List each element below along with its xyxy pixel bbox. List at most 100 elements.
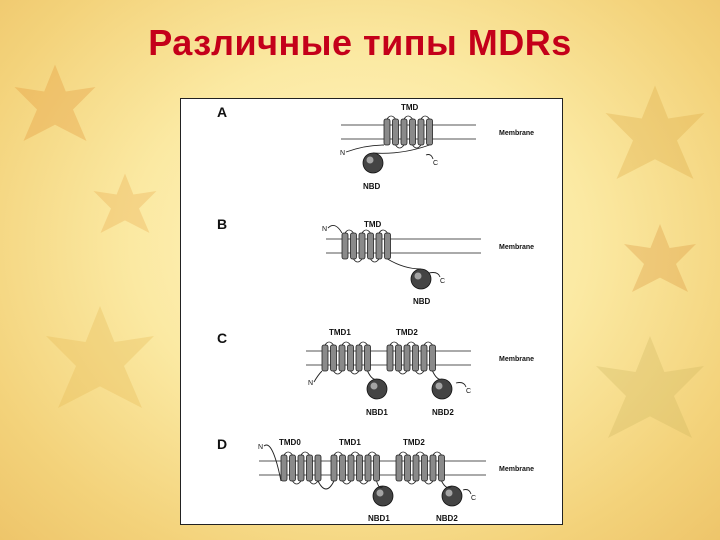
nbd-sphere [366,378,388,400]
helix-loop [412,144,422,149]
helix [347,344,354,372]
helix [409,118,416,146]
helix [289,454,296,482]
helix [373,454,380,482]
helix [306,454,313,482]
helix-loop [415,451,425,456]
helix [355,344,363,372]
tmd-label: TMD0 [279,438,301,447]
helix [395,344,402,372]
helix [426,118,433,146]
leaf-decoration-6 [624,224,696,292]
helix [417,118,425,146]
helix-loop [386,115,396,120]
n-terminal-tail [263,444,282,482]
membrane-label: Membrane [499,244,534,251]
helix [321,344,329,372]
n-terminus-label: N [308,380,313,387]
nbd-sphere [431,378,453,400]
nbd-label: NBD2 [432,408,454,417]
helix-loop [292,480,302,485]
helix [375,232,383,260]
membrane-label: Membrane [499,466,534,473]
nbd-label: NBD1 [368,514,390,523]
n-terminal-tail [345,144,385,153]
helix-loop [350,370,360,375]
tmd0-linker [317,480,335,490]
c-terminal-tail [425,154,434,160]
helix [420,344,428,372]
helix [338,344,346,372]
nbd-highlight [414,272,422,280]
nbd-linker [387,258,422,270]
c-terminus-label: C [471,495,476,502]
helix-loop [407,480,417,485]
membrane-label: Membrane [499,130,534,137]
nbd-highlight [366,156,374,164]
helix-loop [283,451,293,456]
panel-letter-d: D [217,436,227,452]
nbd-highlight [435,382,443,390]
nbd-sphere [410,268,432,290]
helix-loop [415,370,425,375]
helix [438,454,445,482]
helix [297,454,305,482]
helix [392,118,399,146]
helix-loop [324,341,334,346]
c-terminal-tail [428,272,441,278]
n-terminal-tail [313,370,323,383]
nbd-highlight [376,489,384,497]
n-terminus-label: N [340,150,345,157]
leaf-decoration-2 [605,85,705,179]
helix [280,454,288,482]
nbd-highlight [445,489,453,497]
helix [383,118,391,146]
nbd-sphere [372,485,394,507]
helix-loop [420,115,430,120]
nbd-sphere [362,152,384,174]
panel-letter-c: C [217,330,227,346]
c-terminus-label: C [440,278,445,285]
leaf-decoration-5 [93,173,157,233]
nbd-label: NBD1 [366,408,388,417]
nbd-label: NBD [413,297,431,306]
helix [421,454,428,482]
helix-loop [378,229,388,234]
leaf-decoration-3 [46,306,154,408]
helix-loop [432,451,442,456]
helix [386,344,394,372]
helix-loop [367,451,377,456]
helix-loop [300,451,310,456]
nbd-linker [367,370,378,380]
helix [367,232,374,260]
tmd-label: TMD2 [403,438,425,447]
helix [429,344,436,372]
leaf-decoration-4 [596,336,704,438]
nbd-label: NBD2 [436,514,458,523]
panel-letter-a: A [217,104,227,120]
leaf-decoration-1 [14,64,96,141]
helix-loop [358,341,368,346]
helix-loop [309,480,319,485]
helix-loop [361,229,371,234]
slide-title: Различные типы MDRs [148,22,572,63]
helix-loop [342,480,352,485]
helix-loop [398,370,408,375]
helix-loop [344,229,354,234]
panel-letter-b: B [217,216,227,232]
helix [339,454,346,482]
helix-loop [403,115,413,120]
helix-loop [389,341,399,346]
helix-loop [353,258,363,263]
tmd-label: TMD1 [339,438,361,447]
helix-loop [333,451,343,456]
nbd-linker [441,480,453,489]
nbd-highlight [370,382,378,390]
helix [400,118,408,146]
helix [412,454,420,482]
helix [358,232,366,260]
helix [314,454,322,482]
helix [364,344,371,372]
membrane-label: Membrane [499,356,534,363]
